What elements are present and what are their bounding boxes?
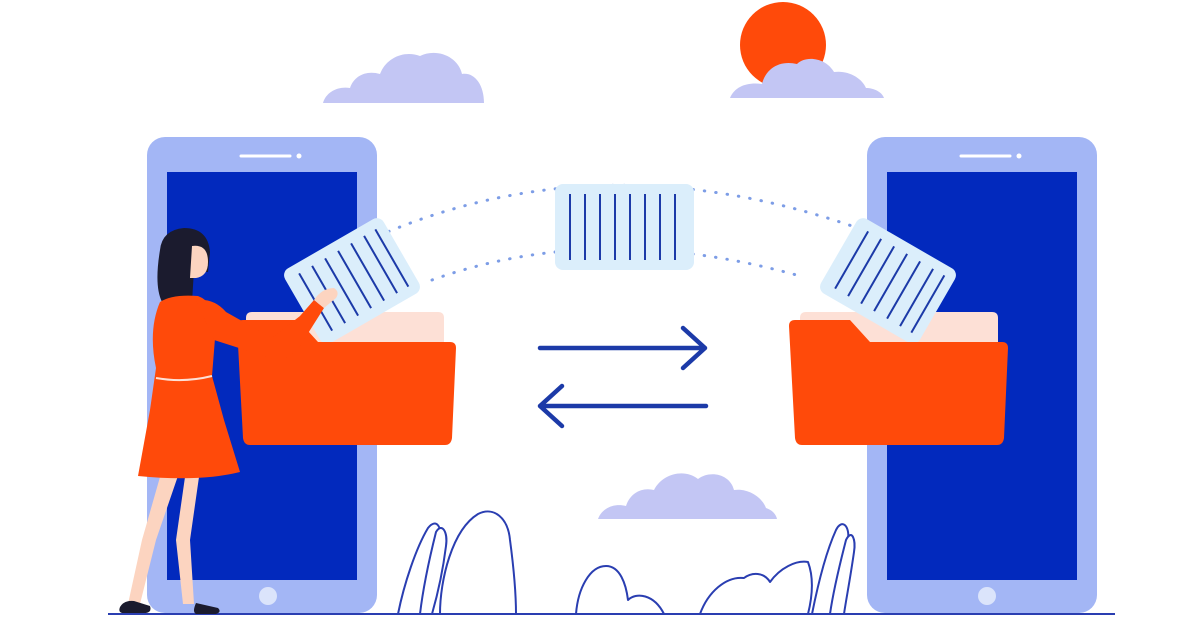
document-icon-center [555, 184, 694, 270]
folder-icon-right [789, 218, 1008, 445]
document-icon-right [820, 218, 956, 344]
person-dress [138, 295, 240, 479]
plant-icon-group [397, 510, 856, 615]
cloud-icon-top-right [730, 58, 884, 98]
person-belt [155, 375, 213, 382]
plant-icon-bush-3 [699, 560, 813, 615]
transfer-path-dots-upper [376, 183, 854, 238]
person-shoe-left [119, 600, 151, 613]
transfer-path-dots-lower [430, 247, 802, 282]
plant-icon-leaf-2 [419, 527, 448, 615]
person-arm-sleeve [196, 299, 324, 360]
arrow-right-icon [537, 325, 708, 371]
plant-icon-bush-1 [439, 510, 517, 615]
person-icon [119, 228, 338, 614]
person-hand [314, 288, 338, 308]
plant-icon-bush-2 [575, 565, 665, 615]
person-leg-back [176, 470, 200, 604]
cloud-icon-bottom [598, 473, 777, 519]
person-leg-front [128, 470, 180, 604]
person-face [190, 245, 208, 278]
arrow-left-icon [537, 383, 709, 429]
cloud-icon-top-left [323, 52, 484, 103]
person-shoe-right [194, 603, 220, 614]
transfer-arrows-icon [537, 325, 709, 429]
plant-icon-leaf-4 [829, 534, 856, 615]
